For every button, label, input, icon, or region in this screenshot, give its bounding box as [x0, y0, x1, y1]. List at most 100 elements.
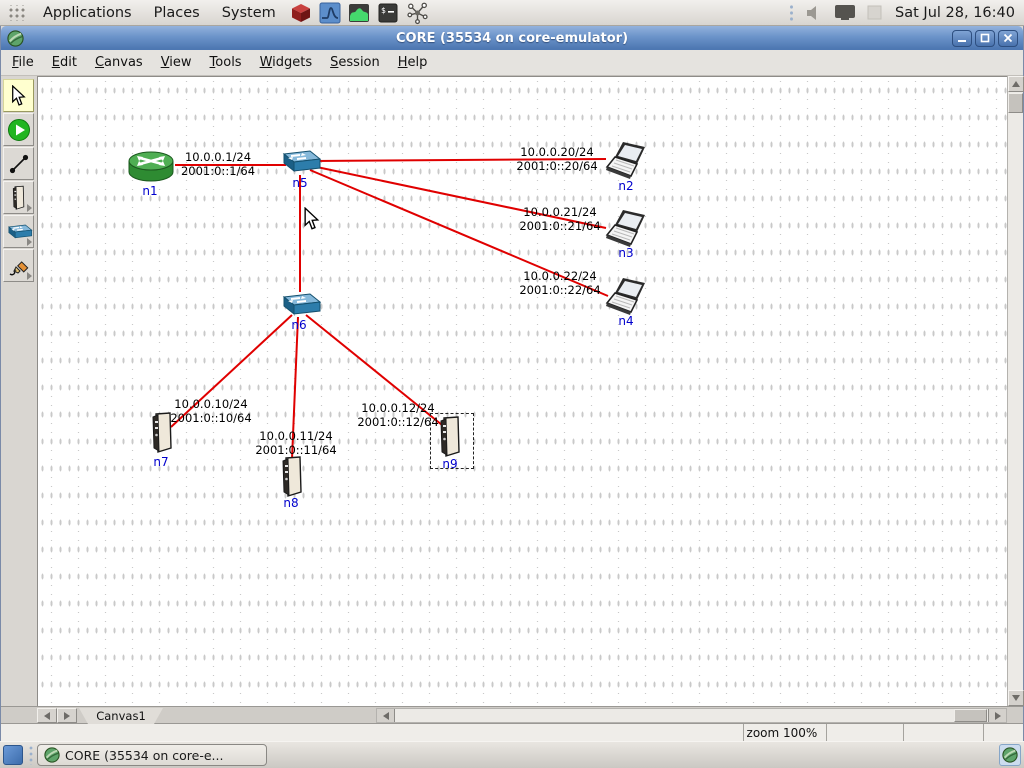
menu-tools[interactable]: Tools	[209, 55, 242, 70]
start-session-button[interactable]	[3, 113, 34, 146]
core-window: CORE (35534 on core-emulator) File Edit …	[0, 26, 1024, 741]
submenu-arrow-icon	[27, 238, 32, 246]
menu-canvas[interactable]: Canvas	[94, 55, 143, 70]
status-cell	[984, 724, 1023, 741]
link-icon	[9, 154, 28, 173]
package-cube-icon[interactable]	[290, 1, 313, 24]
switch-node-tool-button[interactable]	[3, 215, 34, 248]
horizontal-scrollbar[interactable]	[376, 708, 1007, 723]
menu-view[interactable]: View	[160, 55, 192, 70]
menu-file[interactable]: File	[12, 55, 34, 70]
status-bar: zoom 100%	[1, 723, 1023, 741]
menu-session[interactable]: Session	[330, 55, 380, 70]
status-message-cell	[1, 724, 744, 741]
horizontal-scrollbar-thumb[interactable]	[954, 709, 987, 722]
core-globe-icon	[1002, 747, 1018, 763]
menu-widgets[interactable]: Widgets	[259, 55, 313, 70]
display-icon[interactable]	[833, 4, 857, 22]
terminal-icon[interactable]: $	[377, 1, 400, 24]
host-node-icon	[10, 185, 27, 211]
desktop-top-panel: Applications Places System $	[0, 0, 1024, 26]
play-icon	[7, 118, 30, 141]
zoom-level-cell: zoom 100%	[744, 724, 828, 741]
status-cell	[904, 724, 985, 741]
scroll-right-button[interactable]	[988, 709, 1006, 722]
menu-edit[interactable]: Edit	[51, 55, 77, 70]
select-tool-button[interactable]	[3, 79, 34, 112]
gnome-menu-grid-icon[interactable]	[7, 4, 25, 21]
taskbar-drag-handle[interactable]	[28, 745, 34, 765]
node-n2-label: n2	[618, 179, 634, 193]
system-menu[interactable]: System	[221, 4, 276, 21]
marker-tool-button[interactable]	[3, 249, 34, 282]
vertical-scrollbar-thumb[interactable]	[1008, 93, 1023, 113]
node-n8-label: n8	[283, 496, 299, 510]
node-n7-label: n7	[153, 455, 169, 469]
link-n5-n2	[313, 158, 607, 162]
node-n5-switch-icon[interactable]	[278, 147, 322, 177]
node-n3-laptop-icon[interactable]	[603, 208, 649, 248]
next-canvas-button[interactable]	[57, 708, 77, 723]
node-n6-switch-icon[interactable]	[278, 290, 322, 320]
node-n3-label: n3	[618, 246, 634, 260]
node-n9-host-icon[interactable]	[436, 415, 464, 459]
node-n6-label: n6	[291, 318, 307, 332]
link-n5-n3	[311, 165, 607, 229]
submenu-arrow-icon	[27, 272, 32, 280]
link-tool-button[interactable]	[3, 147, 34, 180]
prev-canvas-button[interactable]	[37, 708, 57, 723]
node-n8-host-icon[interactable]	[278, 455, 306, 499]
submenu-arrow-icon	[27, 204, 32, 212]
window-title: CORE (35534 on core-emulator)	[395, 30, 629, 46]
link-n6-n7	[170, 314, 293, 428]
volume-icon[interactable]	[805, 4, 823, 22]
maximize-button[interactable]	[975, 29, 995, 47]
applications-menu[interactable]: Applications	[43, 4, 132, 21]
places-menu[interactable]: Places	[153, 4, 200, 21]
scroll-up-button[interactable]	[1008, 76, 1024, 92]
svg-text:$: $	[381, 6, 386, 15]
bottom-taskbar: CORE (35534 on core-e...	[0, 741, 1024, 768]
node-n4-laptop-icon[interactable]	[603, 276, 649, 316]
node-n4-label: n4	[618, 314, 634, 328]
link-layer	[170, 158, 609, 460]
core-task-button[interactable]: CORE (35534 on core-e...	[37, 744, 267, 766]
node-n2-laptop-icon[interactable]	[603, 140, 649, 180]
node-n5-label: n5	[292, 176, 308, 190]
core-globe-icon	[44, 747, 60, 763]
workspace-core-icon[interactable]	[999, 744, 1021, 766]
node-n1-router-icon[interactable]	[127, 150, 175, 184]
tray-blank-icon	[867, 5, 882, 20]
marker-pencil-icon	[9, 260, 28, 275]
canvas1-tab[interactable]: Canvas1	[79, 708, 163, 724]
close-button[interactable]	[998, 29, 1018, 47]
minimize-button[interactable]	[952, 29, 972, 47]
network-molecule-icon[interactable]	[406, 1, 429, 24]
n9-selection-box[interactable]	[430, 413, 474, 469]
show-desktop-icon[interactable]	[3, 745, 23, 765]
core-task-label: CORE (35534 on core-e...	[65, 747, 224, 763]
window-titlebar[interactable]: CORE (35534 on core-emulator)	[1, 26, 1023, 50]
menu-help[interactable]: Help	[397, 55, 428, 70]
panel-clock[interactable]: Sat Jul 28, 16:40	[895, 4, 1015, 21]
mouse-cursor-icon	[304, 207, 320, 231]
vertical-scrollbar[interactable]	[1007, 76, 1024, 706]
link-n6-n8	[291, 316, 299, 460]
scroll-down-button[interactable]	[1008, 690, 1024, 706]
host-node-tool-button[interactable]	[3, 181, 34, 214]
signal-wave-icon[interactable]	[319, 1, 342, 24]
panel-drag-handle[interactable]	[789, 3, 795, 22]
link-n5-n4	[309, 169, 609, 297]
tool-palette	[1, 78, 36, 283]
system-monitor-icon[interactable]	[348, 1, 371, 24]
scroll-left-button[interactable]	[377, 709, 395, 722]
